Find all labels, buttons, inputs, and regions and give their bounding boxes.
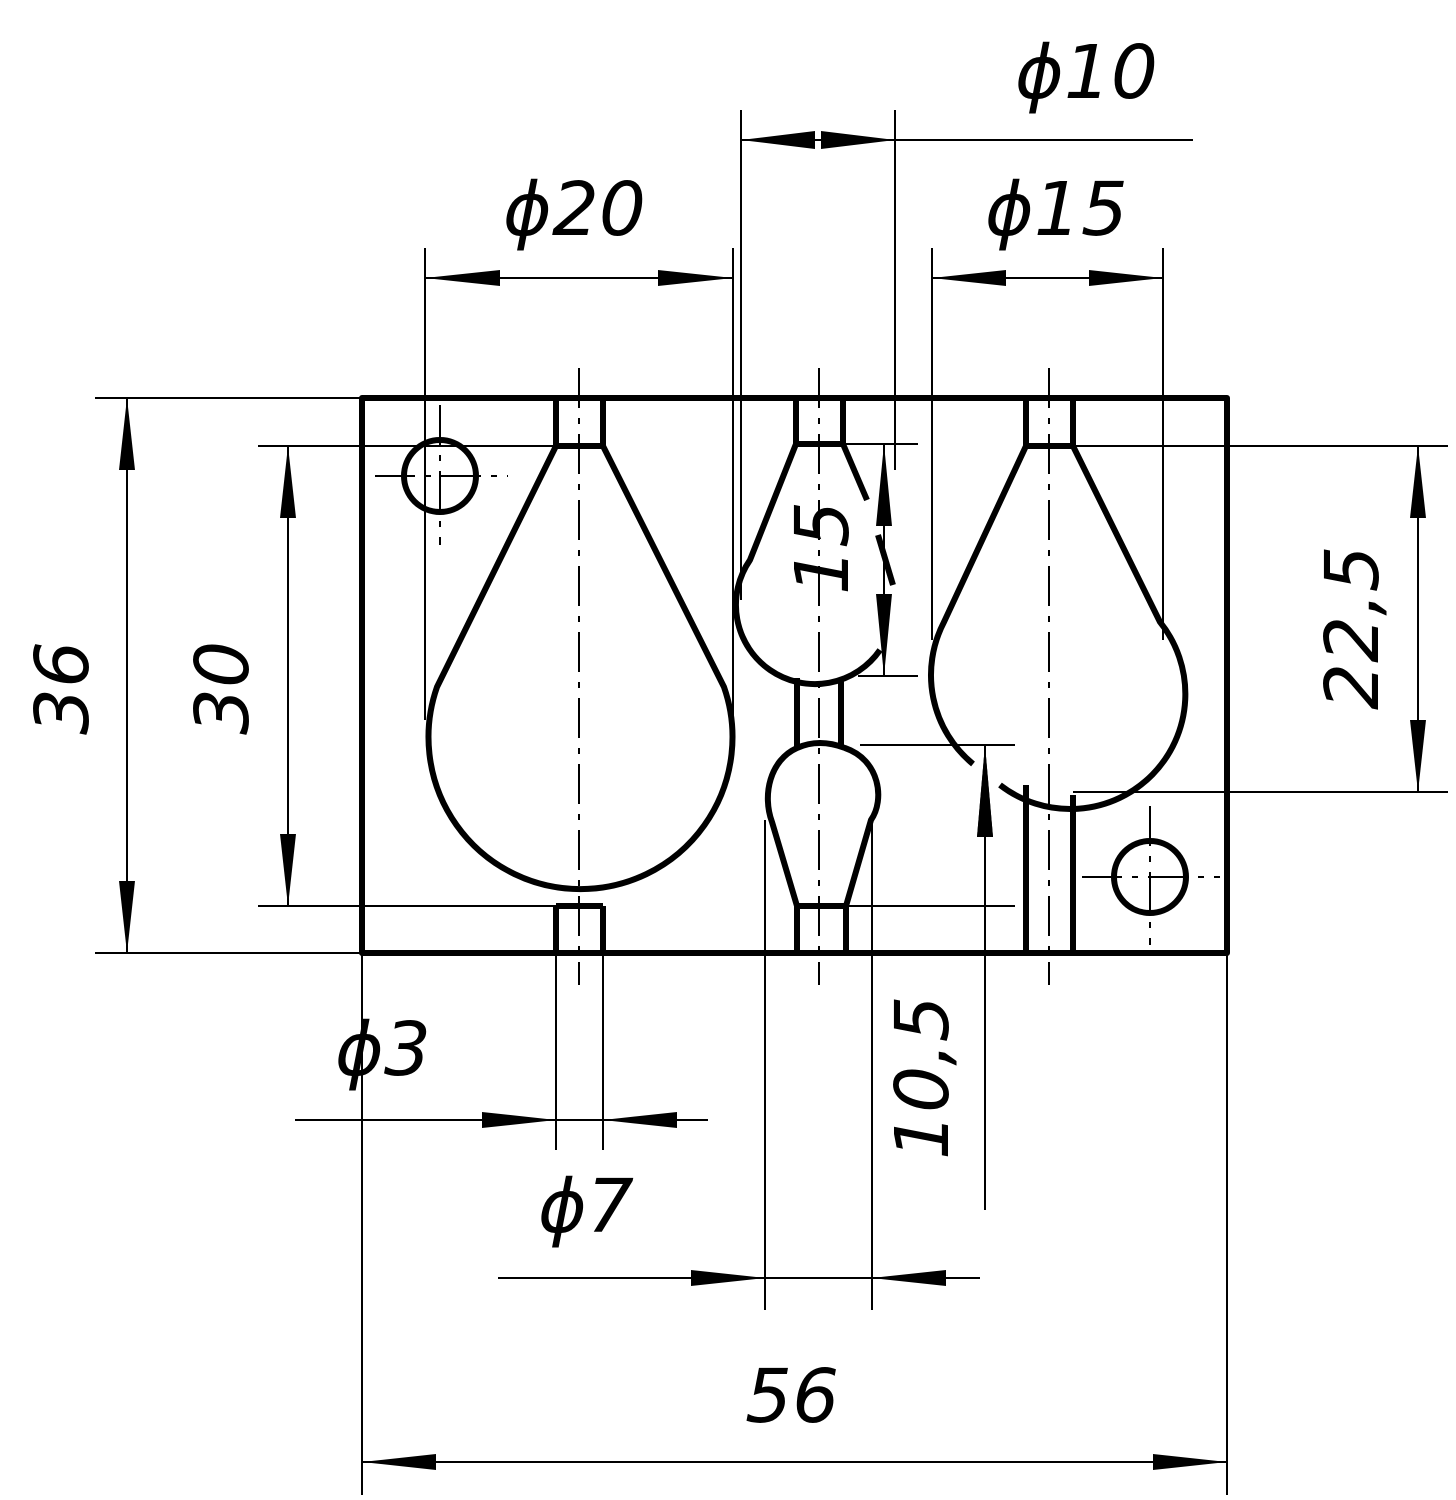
- svg-text:22,5: 22,5: [1310, 545, 1396, 710]
- svg-text:ϕ15: ϕ15: [985, 167, 1128, 253]
- dimension-middle-upper: 15: [780, 443, 918, 677]
- medium-drop-cavity: [928, 368, 1189, 985]
- svg-text:10,5: 10,5: [880, 995, 966, 1160]
- svg-text:30: 30: [180, 641, 266, 735]
- svg-text:15: 15: [780, 501, 866, 595]
- svg-text:ϕ10: ϕ10: [1015, 30, 1158, 116]
- dimension-channel: ϕ7: [498, 820, 980, 1310]
- dimension-height-cavity: 30: [180, 445, 560, 907]
- large-drop-cavity: [425, 368, 736, 985]
- svg-text:ϕ3: ϕ3: [335, 1007, 431, 1093]
- svg-text:56: 56: [745, 1354, 839, 1440]
- mold-block-outline: [359, 395, 1230, 956]
- svg-text:ϕ20: ϕ20: [503, 167, 646, 253]
- dimension-width-total: 56: [361, 953, 1228, 1495]
- middle-drop-cavities: [733, 368, 896, 985]
- svg-text:36: 36: [20, 641, 106, 735]
- svg-text:ϕ7: ϕ7: [538, 1164, 634, 1250]
- dimension-right-height: 22,5: [1073, 445, 1448, 793]
- dimension-diameter-large: ϕ20: [424, 167, 734, 720]
- dimension-diameter-right: ϕ15: [931, 167, 1164, 640]
- dimension-diameter-gap: ϕ10: [740, 30, 1193, 600]
- dimension-height-total: 36: [20, 397, 362, 954]
- dimension-middle-lower: 10,5: [846, 744, 1015, 1210]
- dimension-hole-small: ϕ3: [295, 951, 708, 1150]
